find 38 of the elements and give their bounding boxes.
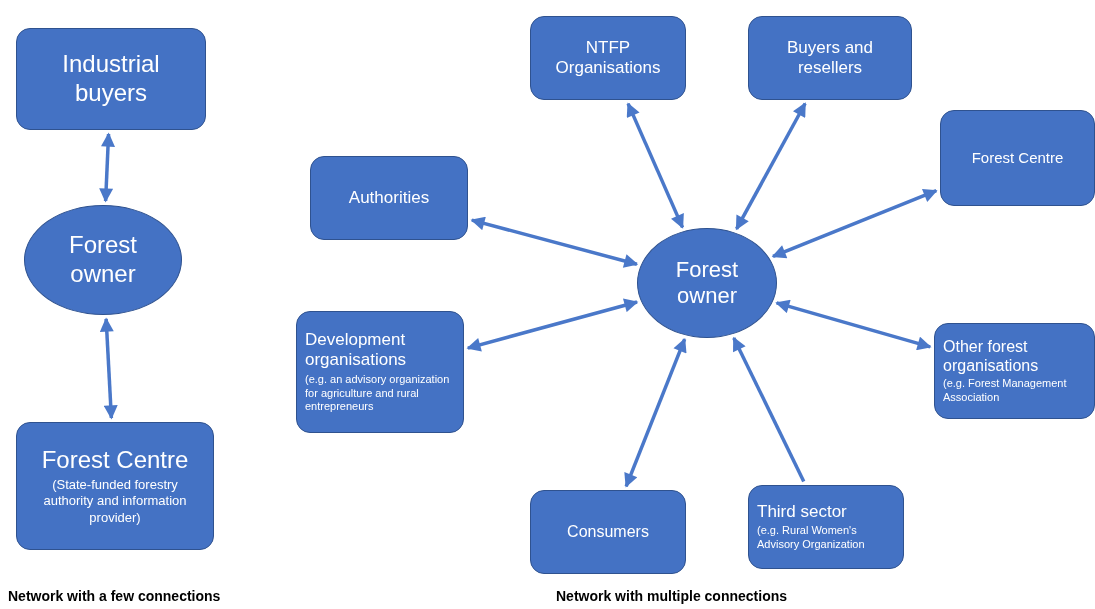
rounded-box: [16, 422, 214, 550]
node-title: NTFP Organisations: [554, 37, 662, 79]
arrow: [735, 102, 807, 231]
arrow: [466, 298, 639, 352]
node-title: Industrial buyers: [61, 50, 161, 108]
node-title: Development organisations: [305, 330, 408, 371]
rounded-box: [940, 110, 1095, 206]
node-title: Buyers and resellers: [786, 37, 874, 79]
node-title: Forest owner: [674, 256, 740, 310]
node-title: Forest owner: [68, 231, 138, 289]
rounded-box: [16, 28, 206, 130]
node-title: Third sector: [757, 502, 847, 523]
node-description: (e.g. Rural Women's Advisory Organization: [757, 524, 866, 552]
rounded-box: [530, 16, 686, 100]
node-description: (State-funded forestry authority and information provider): [42, 477, 188, 526]
node-description: (e.g. an advisory organization for agriculture and rural entrepreneurs: [305, 372, 451, 414]
arrow: [775, 299, 932, 351]
node-title: Other forest organisations: [943, 337, 1040, 376]
caption: Network with a few connections: [8, 588, 221, 604]
node-description: (e.g. Forest Management Association: [943, 377, 1068, 405]
arrow: [626, 102, 685, 229]
arrow: [99, 132, 115, 203]
arrow: [771, 188, 938, 259]
rounded-box: [748, 485, 904, 569]
rounded-box: [310, 156, 468, 240]
arrow: [732, 336, 806, 483]
rounded-box: [748, 16, 912, 100]
arrow: [99, 317, 118, 420]
rounded-box: [934, 323, 1095, 419]
node-title: Forest Centre: [971, 149, 1064, 167]
node-title: Forest Centre: [41, 446, 189, 475]
node-title: Authorities: [348, 187, 430, 209]
node-title: Consumers: [567, 522, 649, 542]
arrow: [470, 216, 639, 268]
caption: Network with multiple connections: [556, 588, 788, 604]
arrow: [624, 337, 687, 488]
rounded-box: [296, 311, 464, 433]
rounded-box: [530, 490, 686, 574]
